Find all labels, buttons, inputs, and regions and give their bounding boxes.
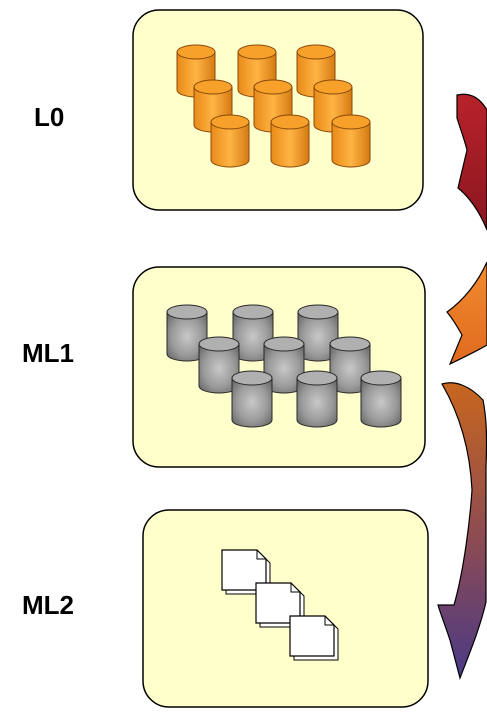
gray-database-cylinder-icon xyxy=(263,336,305,394)
gray-database-cylinder-icon xyxy=(360,370,402,428)
gray-database-cylinder-icon xyxy=(296,370,338,428)
l0-disk-group xyxy=(176,44,371,168)
tier-label-ml2: ML2 xyxy=(22,590,74,620)
gray-database-cylinder-icon xyxy=(329,336,371,394)
gray-database-cylinder-icon xyxy=(231,370,273,428)
arrow-ml1-to-ml2-icon xyxy=(437,382,487,680)
gray-database-cylinder-icon xyxy=(297,304,339,362)
ml1-disk-group xyxy=(166,304,402,428)
arrow-ml1-to-l0-icon xyxy=(446,261,487,366)
gray-database-cylinder-icon xyxy=(198,336,240,394)
tier-label-l0: L0 xyxy=(34,102,65,132)
orange-database-cylinder-icon xyxy=(270,114,310,168)
ml2-document-group xyxy=(221,549,339,661)
document-page-icon xyxy=(289,615,339,661)
tier-label-ml1: ML1 xyxy=(22,338,74,368)
arrow-l0-to-ml1-icon xyxy=(456,93,487,231)
gray-database-cylinder-icon xyxy=(166,304,208,362)
orange-database-cylinder-icon xyxy=(210,114,250,168)
orange-database-cylinder-icon xyxy=(331,114,371,168)
